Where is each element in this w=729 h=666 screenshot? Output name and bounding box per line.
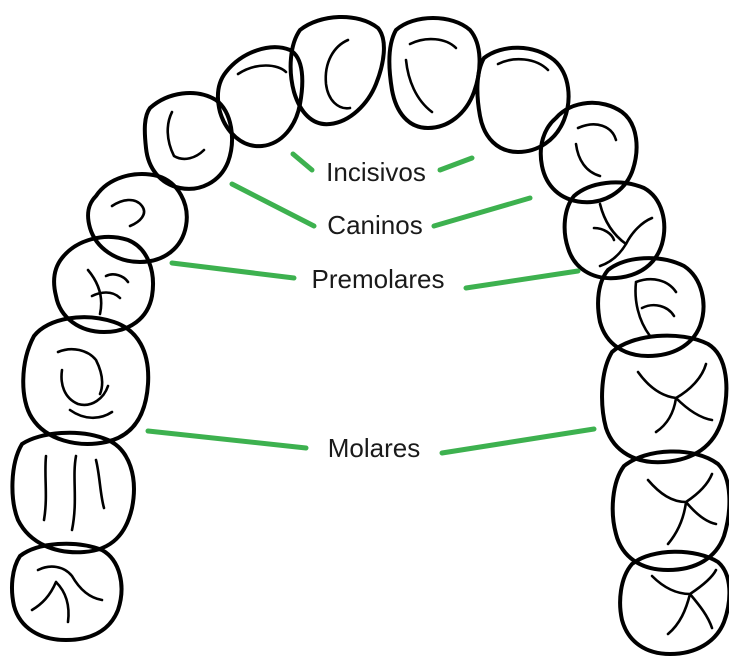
tooth-left-central-incisor bbox=[291, 17, 384, 124]
tooth-right-second-premolar bbox=[598, 258, 703, 356]
leader-premolars-right bbox=[466, 271, 578, 288]
tooth-right-third-molar bbox=[620, 552, 729, 654]
label-molars: Molares bbox=[328, 433, 420, 463]
tooth-left-third-molar bbox=[12, 544, 121, 640]
leader-incisors-left bbox=[293, 154, 312, 170]
leader-canines-right bbox=[434, 198, 530, 226]
leader-molars-left bbox=[148, 431, 306, 448]
leader-incisors-right bbox=[440, 158, 472, 170]
tooth-right-central-incisor bbox=[389, 18, 479, 128]
leader-canines-left bbox=[232, 184, 314, 226]
tooth-left-first-molar bbox=[23, 317, 148, 444]
label-premolars: Premolares bbox=[312, 264, 445, 294]
tooth-left-second-molar bbox=[12, 433, 134, 552]
label-canines: Caninos bbox=[327, 210, 422, 240]
labels: Incisivos Caninos Premolares Molares bbox=[312, 157, 445, 463]
leader-molars-right bbox=[442, 429, 594, 453]
label-incisors: Incisivos bbox=[326, 157, 426, 187]
leader-lines bbox=[148, 154, 594, 453]
tooth-right-lateral-incisor bbox=[477, 48, 568, 152]
leader-premolars-left bbox=[172, 263, 294, 278]
